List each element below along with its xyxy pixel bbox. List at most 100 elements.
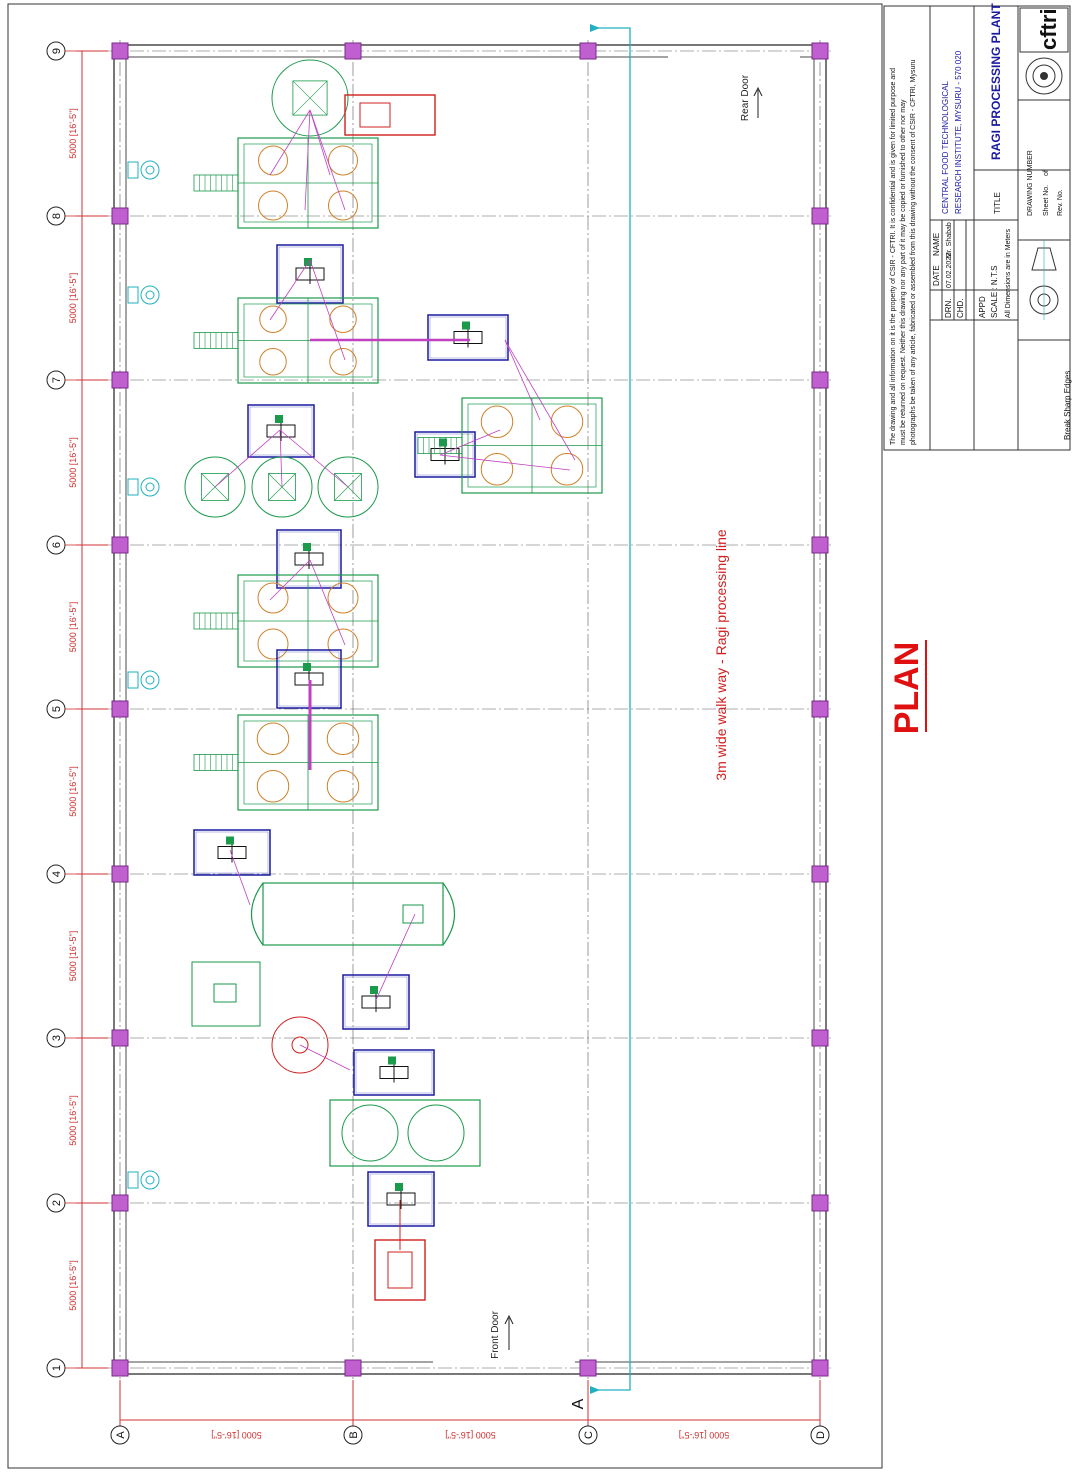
tank (329, 305, 357, 333)
fan-housing (127, 286, 139, 304)
projection-symbol-icon (1029, 240, 1059, 320)
connection-line (309, 109, 346, 211)
column (811, 42, 829, 60)
column (111, 700, 129, 718)
tank (328, 190, 358, 221)
bay-dimension-label: 5000 [16'-5"] (68, 931, 78, 981)
bay-dimension-label: 5000 [16'-5"] (68, 1095, 78, 1145)
fan-outer (140, 477, 160, 497)
unit-frame (367, 1171, 435, 1227)
dryer-hopper (334, 473, 362, 501)
unit-frame (342, 974, 410, 1030)
grid-number-label: 6 (51, 542, 63, 548)
tank (259, 305, 287, 333)
fan-outer (140, 285, 160, 305)
process-station (193, 297, 379, 384)
motor-hub (303, 543, 311, 551)
title-block: The drawing and all information on it is… (883, 3, 1072, 451)
exhaust-fan-icon (127, 477, 160, 497)
front-door: Front Door (490, 1310, 514, 1359)
tank-nozzle (402, 904, 424, 924)
column (579, 42, 597, 60)
front-door-label: Front Door (490, 1310, 501, 1358)
process-station (193, 574, 379, 668)
connection-line (504, 339, 576, 461)
column (811, 1029, 829, 1047)
connection-line (504, 339, 541, 421)
connection-line (439, 454, 571, 471)
conveyor-unit (276, 529, 342, 589)
conveyor-unit (193, 829, 271, 876)
tank-body (262, 882, 444, 946)
dimensions-note: All Dimensions are in Meters (1005, 228, 1012, 318)
fan-housing (127, 671, 139, 689)
grid-number-label: 1 (51, 1365, 63, 1371)
motor-hub (370, 986, 378, 994)
connection-line (299, 1044, 351, 1071)
equipment-layout (127, 59, 603, 1301)
grid-number-label: 8 (51, 213, 63, 219)
rear-door-label: Rear Door (740, 74, 751, 121)
connection-line (375, 913, 416, 1001)
span-dimension-label: 5000 [16'-5"] (445, 1430, 495, 1440)
sheet-frame (7, 3, 883, 1469)
grid-letter-label: C (583, 1431, 595, 1439)
column (111, 1194, 129, 1212)
bay-dimension-label: 5000 [16'-5"] (68, 602, 78, 652)
tank (328, 145, 358, 176)
tank (258, 145, 288, 176)
disclaimer-line-2: must be returned on request. Neither thi… (900, 99, 907, 445)
fan-housing (127, 478, 139, 496)
of-label: of (1043, 170, 1050, 176)
connection-line (439, 429, 501, 456)
pulverizer-motor (359, 102, 391, 128)
tank (329, 348, 357, 376)
washer-frame (329, 1099, 481, 1167)
date-header: DATE (932, 265, 941, 286)
unit-inner (429, 316, 507, 359)
column (111, 536, 129, 554)
grid-bubble (578, 1425, 598, 1445)
fan-outer (140, 1170, 160, 1190)
tank (326, 722, 360, 755)
conveyor-unit (414, 431, 476, 478)
grid-number-label: 7 (51, 377, 63, 383)
dryer-unit (271, 59, 349, 137)
column (111, 207, 129, 225)
dryer-hopper (268, 473, 296, 501)
tank (258, 190, 288, 221)
weighing-platform-inner (213, 983, 237, 1003)
washer-drum (341, 1104, 399, 1162)
connection-lines (214, 109, 576, 1250)
washer-unit (329, 1099, 481, 1167)
bay-dimension-label: 5000 [16'-5"] (68, 108, 78, 158)
unit-inner (344, 976, 408, 1028)
conveyor-unit (353, 1049, 435, 1096)
plan-label: PLAN (888, 642, 926, 735)
column (811, 536, 829, 554)
bay-dimension-label: 5000 [16'-5"] (68, 1260, 78, 1310)
motor-hub (439, 438, 447, 447)
fan-inner (145, 290, 155, 300)
cftri-logo: cftri (1019, 7, 1069, 53)
weighing-platform (191, 961, 261, 1027)
span-dimension-label: 5000 [16'-5"] (679, 1430, 729, 1440)
grid-number-label: 2 (51, 1200, 63, 1206)
disclaimer-line-3: photographs be taken of any article, fab… (910, 59, 917, 445)
tank (327, 582, 359, 614)
sheet-no-label: Sheet No. (1043, 185, 1050, 216)
process-station (417, 397, 603, 494)
grid-letter-label: B (348, 1431, 360, 1438)
connection-line (229, 849, 251, 906)
column (111, 1029, 129, 1047)
column (111, 1359, 129, 1377)
rear-door-arrow-icon (753, 86, 763, 118)
fan-outer (140, 160, 160, 180)
institute-seal-icon (1025, 57, 1063, 95)
tank (259, 348, 287, 376)
grid-number-label: 3 (51, 1035, 63, 1041)
exhaust-fan-icon (127, 1170, 160, 1190)
dryer-cross (292, 80, 328, 116)
bay-dimension-label: 5000 [16'-5"] (68, 273, 78, 323)
